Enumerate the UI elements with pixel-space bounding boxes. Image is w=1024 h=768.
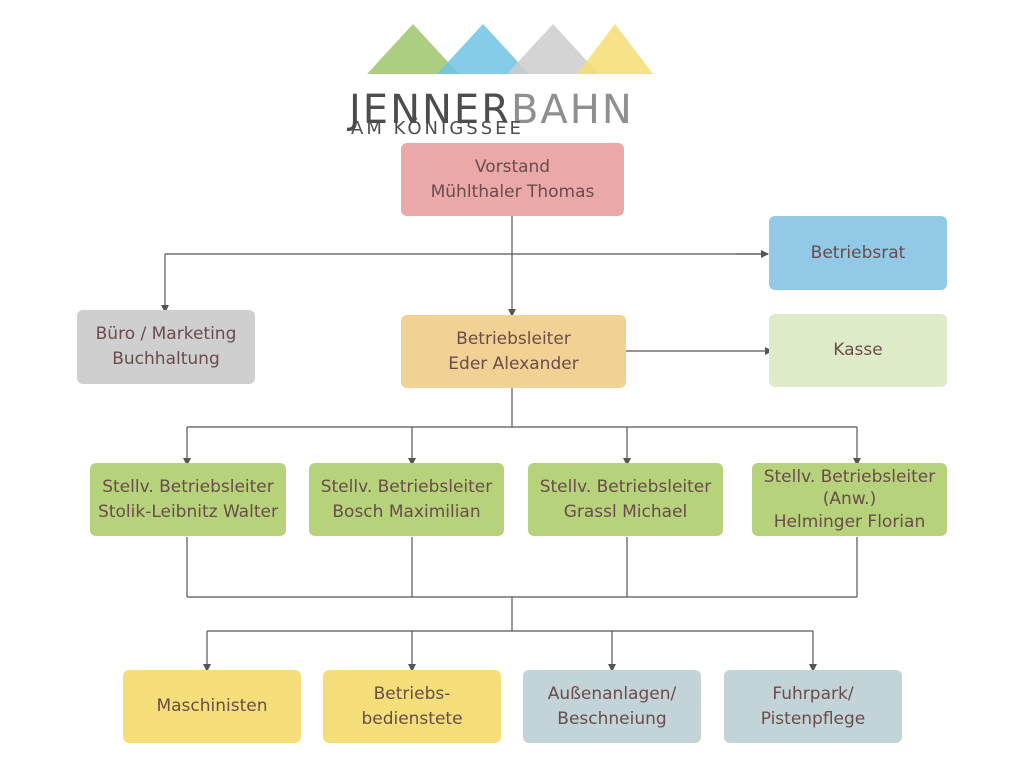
kasse-box: Kasse (769, 314, 947, 387)
betriebsleiter-box: Betriebsleiter Eder Alexander (401, 315, 626, 388)
stellv-box-3: Stellv. Betriebsleiter Grassl Michael (528, 463, 723, 536)
vorstand-name: Mühlthaler Thomas (430, 181, 595, 202)
staff-label-line2: bedienstete (361, 708, 463, 729)
vorstand-title: Vorstand (474, 156, 551, 177)
vorstand-box: Vorstand Mühlthaler Thomas (401, 143, 624, 216)
stellv-name: Helminger Florian (773, 511, 926, 532)
logo-wordmark: JENNERBAHN (349, 87, 634, 133)
buero-line2: Buchhaltung (112, 349, 220, 369)
staff-box-bedienstete: Betriebs- bedienstete (323, 670, 501, 743)
logo-subtitle: AM KÖNIGSSEE (351, 118, 524, 139)
stellv-name: Grassl Michael (563, 501, 688, 522)
jennerbahn-logo: JENNERBAHN AM KÖNIGSSEE (345, 18, 665, 139)
staff-box-fuhrpark: Fuhrpark/ Pistenpflege (724, 670, 902, 743)
stellv-box-4: Stellv. Betriebsleiter (Anw.) Helminger … (752, 463, 947, 536)
staff-label-line2: Pistenpflege (760, 708, 866, 729)
stellv-name: Bosch Maximilian (332, 501, 481, 522)
staff-box-maschinisten: Maschinisten (123, 670, 301, 743)
mountain-peaks-icon (367, 24, 653, 74)
kasse-label: Kasse (833, 340, 883, 361)
stellv-box-1: Stellv. Betriebsleiter Stolik-Leibnitz W… (90, 463, 286, 536)
betriebsleiter-name: Eder Alexander (448, 353, 579, 374)
betriebsleiter-title: Betriebsleiter (456, 328, 571, 349)
buero-box: Büro / Marketing Buchhaltung (77, 310, 255, 384)
staff-label-line2: Beschneiung (557, 708, 667, 729)
stellv-title: Stellv. Betriebsleiter (102, 476, 274, 497)
stellv-box-2: Stellv. Betriebsleiter Bosch Maximilian (309, 463, 504, 536)
betriebsrat-box: Betriebsrat (769, 216, 947, 290)
stellv-name: Stolik-Leibnitz Walter (98, 501, 278, 522)
betriebsrat-label: Betriebsrat (810, 242, 906, 263)
stellv-note: (Anw.) (822, 489, 877, 510)
staff-box-aussenanlagen: Außenanlagen/ Beschneiung (523, 670, 701, 743)
staff-label-line1: Außenanlagen/ (547, 683, 677, 704)
staff-label-line1: Fuhrpark/ (772, 683, 854, 704)
stellv-title: Stellv. Betriebsleiter (539, 476, 712, 497)
staff-label: Maschinisten (156, 696, 268, 717)
staff-label-line1: Betriebs- (373, 683, 451, 704)
stellv-title: Stellv. Betriebsleiter (763, 467, 936, 488)
buero-line1: Büro / Marketing (95, 324, 237, 345)
stellv-title: Stellv. Betriebsleiter (320, 476, 493, 497)
